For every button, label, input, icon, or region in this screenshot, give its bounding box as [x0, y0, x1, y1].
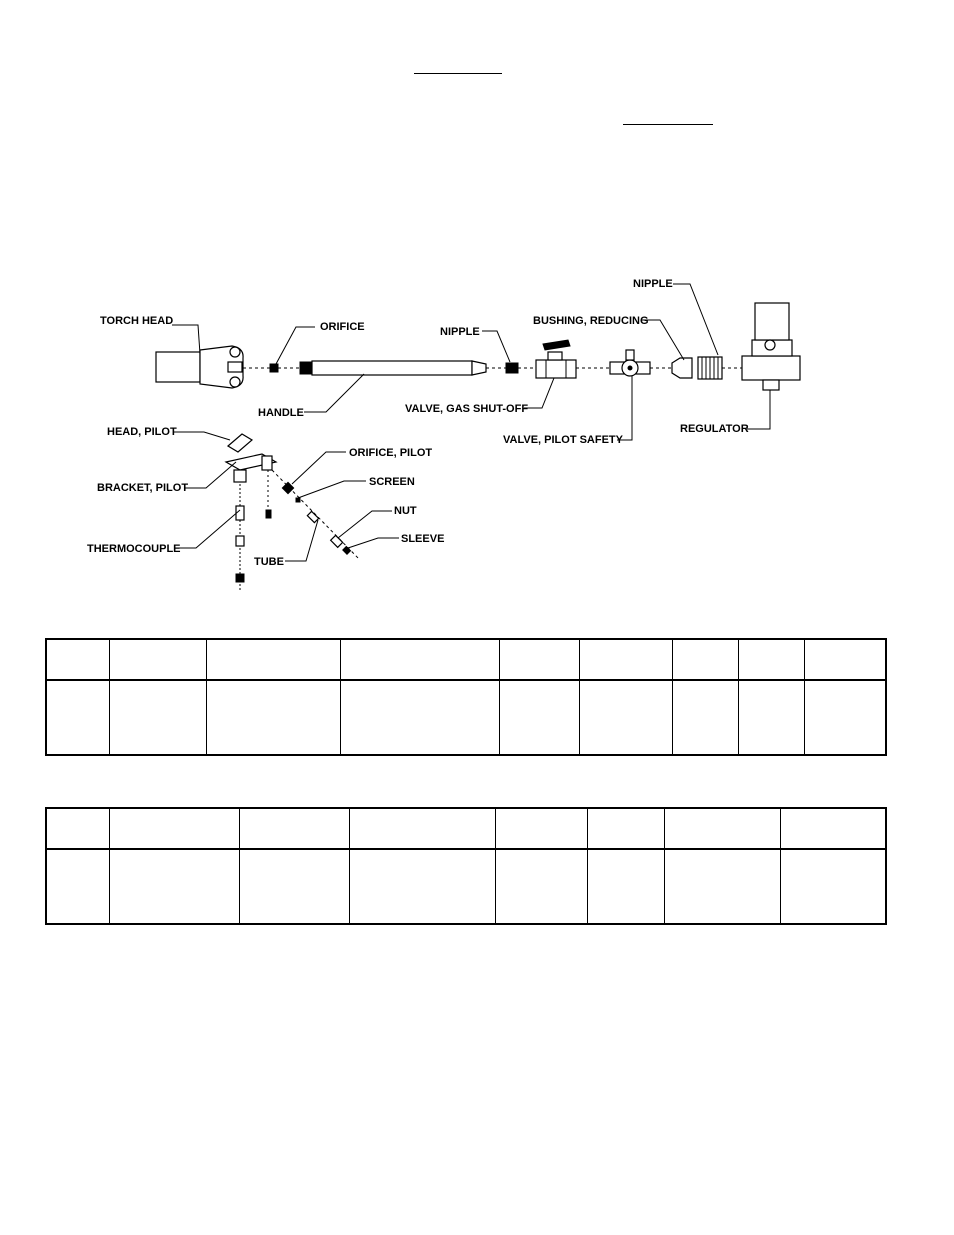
tube-fitting-part — [306, 510, 320, 524]
nut-part — [329, 534, 344, 549]
label-valve-pilot-safety: VALVE, PILOT SAFETY — [503, 434, 624, 446]
pilot-bracket-part — [224, 453, 278, 483]
table2-cell — [348, 848, 496, 925]
table2-header-cell — [108, 807, 240, 850]
table2-header-cell — [586, 807, 665, 850]
label-torch-head: TORCH HEAD — [100, 315, 173, 327]
table2-cell — [663, 848, 781, 925]
table2-header-cell — [494, 807, 588, 850]
handle-part — [299, 360, 487, 376]
torch-head-part — [155, 345, 244, 389]
label-nut: NUT — [394, 505, 417, 517]
exploded-parts-diagram: TORCH HEAD ORIFICE NIPPLE BUSHING, REDUC… — [87, 278, 801, 590]
table1-cell — [108, 679, 207, 756]
label-sleeve: SLEEVE — [401, 533, 444, 545]
table1-cell — [498, 679, 580, 756]
table1-header-cell — [205, 638, 341, 681]
label-regulator: REGULATOR — [680, 423, 749, 435]
table2-header-cell — [348, 807, 496, 850]
table2-cell — [45, 848, 110, 925]
table2-header-cell — [663, 807, 781, 850]
table1-cell — [578, 679, 673, 756]
label-orifice: ORIFICE — [320, 321, 365, 333]
thermocouple-part — [235, 484, 245, 590]
table2-header-cell — [238, 807, 350, 850]
table1-cell — [671, 679, 739, 756]
label-orifice-pilot: ORIFICE, PILOT — [349, 447, 432, 459]
table1-cell — [339, 679, 500, 756]
pilot-head-part — [226, 433, 254, 453]
label-screen: SCREEN — [369, 476, 415, 488]
label-tube: TUBE — [254, 556, 284, 568]
gas-shutoff-valve-part — [535, 339, 577, 379]
label-nipple-2: NIPPLE — [633, 278, 673, 290]
table1-cell — [205, 679, 341, 756]
label-thermocouple: THERMOCOUPLE — [87, 543, 181, 555]
table1-header-cell — [339, 638, 500, 681]
table2-cell — [108, 848, 240, 925]
header-underline-left — [414, 73, 502, 74]
pilot-safety-valve-part — [609, 349, 651, 377]
orifice-part — [269, 363, 279, 373]
parts-table-2 — [45, 807, 887, 925]
label-bracket-pilot: BRACKET, PILOT — [97, 482, 188, 494]
label-handle: HANDLE — [258, 407, 304, 419]
reducing-bushing-part — [671, 357, 693, 379]
table1-header-cell — [45, 638, 110, 681]
table1-cell — [45, 679, 110, 756]
label-valve-gas-shutoff: VALVE, GAS SHUT-OFF — [405, 403, 528, 415]
nipple-2-part — [697, 356, 723, 380]
table1-cell — [737, 679, 805, 756]
screen-part — [295, 497, 301, 503]
sleeve-part — [342, 545, 352, 555]
label-bushing-reducing: BUSHING, REDUCING — [533, 315, 649, 327]
table2-cell — [494, 848, 588, 925]
table1-header-cell — [737, 638, 805, 681]
parts-table-1 — [45, 638, 887, 756]
table2-header-cell — [45, 807, 110, 850]
pilot-screw-part — [265, 509, 272, 519]
label-nipple-1: NIPPLE — [440, 326, 480, 338]
regulator-part — [741, 302, 801, 391]
table2-header-cell — [779, 807, 887, 850]
table2-cell — [238, 848, 350, 925]
table1-header-cell — [578, 638, 673, 681]
pilot-orifice-part — [281, 481, 295, 495]
table2-cell — [586, 848, 665, 925]
label-head-pilot: HEAD, PILOT — [107, 426, 177, 438]
header-underline-right — [623, 124, 713, 125]
table1-header-cell — [803, 638, 887, 681]
table1-cell — [803, 679, 887, 756]
table1-header-cell — [108, 638, 207, 681]
table2-cell — [779, 848, 887, 925]
table1-header-cell — [671, 638, 739, 681]
table1-header-cell — [498, 638, 580, 681]
nipple-part — [505, 362, 519, 374]
